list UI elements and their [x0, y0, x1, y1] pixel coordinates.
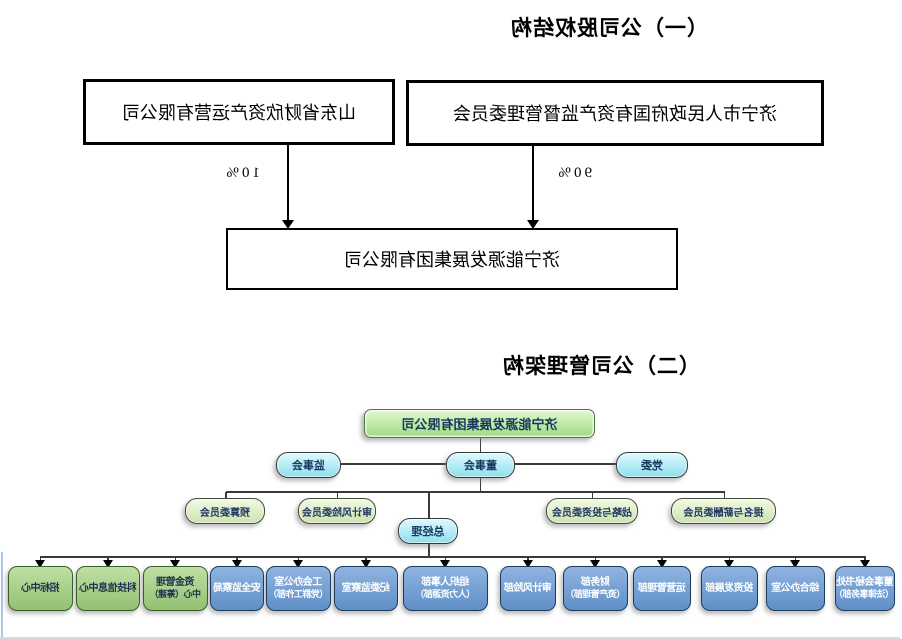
dept-sublabel: （人力资源部） [415, 589, 476, 600]
shareholder-box-sasac: 济宁市人民政府国有资产监督管理委员会 [406, 80, 824, 146]
connector-department-row [40, 556, 865, 558]
general-manager-label: 总经理 [411, 526, 445, 538]
dept-label: 招标中心 [21, 582, 60, 594]
dept-sublabel: （资产管理部） [565, 589, 626, 600]
org-root-node: 济宁能源发展集团有限公司 [364, 409, 595, 438]
dept-label: 安全监察局 [213, 582, 261, 594]
committee-label: 预算委员会 [200, 507, 250, 519]
dept-label: 资金管理 [156, 577, 195, 589]
section1-title: （一）公司股权结构 [510, 16, 708, 40]
page-edge-line-vertical [1, 552, 3, 639]
company-name: 济宁能源发展集团有限公司 [344, 250, 560, 270]
dept-label: 科技信息中心 [79, 582, 137, 594]
dept-discipline-inspection: 纪委监察室 [334, 566, 398, 611]
connector-sasac-to-company [532, 146, 534, 221]
dept-label: 综合办公室 [771, 582, 820, 594]
dept-label: 纪委监察室 [342, 582, 390, 594]
node-general-manager: 总经理 [398, 518, 458, 544]
dept-bidding-center: 招标中心 [8, 566, 73, 611]
connector-committee-row [226, 491, 725, 493]
dept-label: 运营管理部 [638, 582, 686, 594]
committee-nomination-remuneration: 提名与薪酬委员会 [671, 498, 776, 524]
org-root-label: 济宁能源发展集团有限公司 [401, 417, 558, 432]
dept-sublabel: 中心（筹建） [150, 589, 202, 600]
dept-label: 审计风险部 [504, 582, 552, 594]
dept-investment-development: 投资发展部 [701, 566, 758, 611]
committee-label: 提名与薪酬委员会 [683, 507, 764, 519]
committee-label: 战略与投资委员会 [552, 507, 632, 519]
dept-fund-management-center: 资金管理 中心（筹建） [143, 566, 208, 611]
section2-title: （二）公司管理架构 [502, 354, 700, 378]
connector-to-general-manager [428, 492, 430, 519]
dept-label: 工会办公室 [274, 577, 323, 589]
dept-board-secretariat: 董事会秘书处 （法律事务部） [835, 566, 895, 611]
node-board: 董事会 [446, 452, 515, 478]
dept-audit-risk: 审计风险部 [500, 566, 556, 611]
dept-label: 投资发展部 [705, 582, 754, 594]
dept-hr: 组织人事部 （人力资源部） [403, 566, 488, 611]
shareholder-sasac-name: 济宁市人民政府国有资产监督管理委员会 [453, 104, 777, 124]
committee-audit-risk: 审计风险委员会 [298, 498, 376, 524]
connector-root-to-board [480, 436, 482, 453]
connector-gm-to-departments [428, 542, 430, 557]
dept-sublabel: （党群工作部） [268, 589, 329, 600]
company-box: 济宁能源发展集团有限公司 [226, 228, 678, 290]
committee-strategy-investment: 战略与投资委员会 [546, 498, 638, 524]
dept-label: 财务部 [581, 577, 610, 589]
page-edge-line-bottom [0, 637, 900, 639]
committee-label: 审计风险委员会 [302, 507, 372, 519]
shareholder-box-caixin: 山东省财欣资产运营有限公司 [83, 79, 395, 145]
committee-budget: 预算委员会 [185, 498, 265, 524]
dept-operations-management: 运营管理部 [633, 566, 691, 611]
dept-tech-info-center: 科技信息中心 [76, 566, 140, 611]
share-label-10: 10% [223, 165, 261, 181]
share-label-90: 90% [555, 165, 593, 181]
dept-label: 组织人事部 [421, 577, 470, 589]
supervisory-board-label: 监事会 [292, 460, 325, 472]
party-committee-label: 党委 [641, 460, 663, 472]
board-label: 董事会 [464, 460, 497, 472]
node-party-committee: 党委 [616, 452, 688, 478]
node-supervisory-board: 监事会 [276, 452, 341, 478]
dept-union-office: 工会办公室 （党群工作部） [266, 566, 331, 611]
dept-label: 董事会秘书处 [836, 577, 894, 589]
dept-general-office: 综合办公室 [766, 566, 825, 611]
dept-finance: 财务部 （资产管理部） [563, 566, 628, 611]
dept-sublabel: （法律事务部） [835, 589, 894, 600]
shareholder-caixin-name: 山东省财欣资产运营有限公司 [122, 103, 356, 123]
dept-safety-supervision: 安全监察局 [210, 566, 264, 611]
connector-board-to-committees [480, 476, 482, 492]
connector-caixin-to-company [287, 145, 289, 221]
